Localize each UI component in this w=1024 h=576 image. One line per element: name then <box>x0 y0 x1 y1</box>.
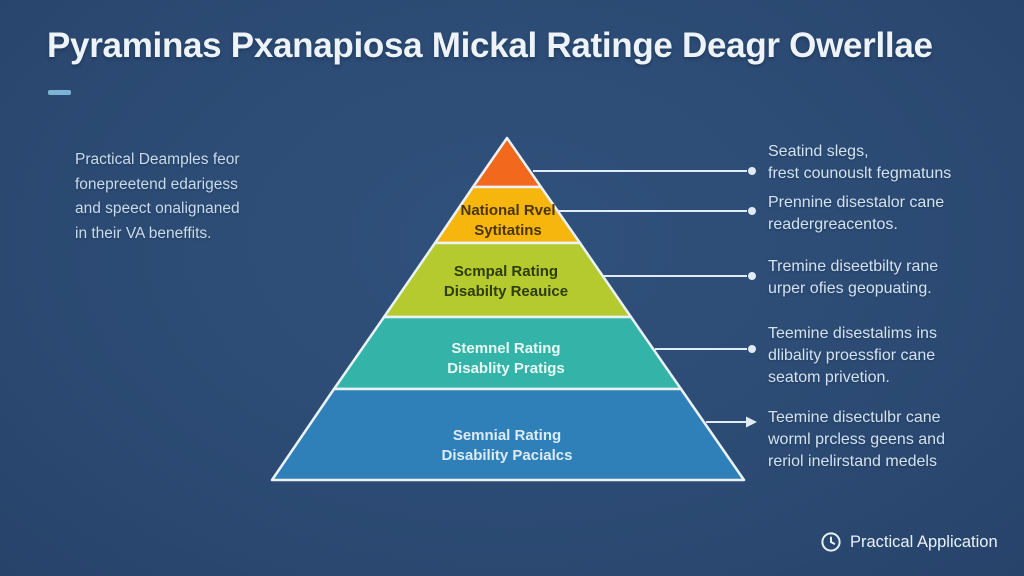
right-note-line: reriol inelirstand medels <box>768 453 937 470</box>
pyramid-label-line: Disabilty Reauice <box>443 283 569 300</box>
right-note-3: Tremine diseetbilty rane urper ofies geo… <box>768 256 938 300</box>
footer-caption: Practical Application <box>820 531 998 553</box>
right-note-line: Teemine disestalims ins <box>768 325 937 342</box>
pyramid-layer-top <box>471 136 543 189</box>
pyramid-layer-base <box>270 387 746 482</box>
connector-dot-4 <box>748 345 756 353</box>
right-note-line: worml prcless geens and <box>768 431 945 448</box>
pyramid-label-line: Disablity Pratigs <box>447 360 565 377</box>
connector-dot-2 <box>748 207 756 215</box>
connector-arrowhead-icon <box>746 416 757 428</box>
pyramid-label-line: Scmpal Rating <box>453 263 559 280</box>
right-note-1: Seatind slegs, frest counouslt fegmatuns <box>768 141 951 185</box>
pyramid-label-third: Scmpal Rating Disabilty Reauice <box>444 262 568 302</box>
connector-dot-1 <box>748 167 756 175</box>
left-note-line: Practical Deamples feor <box>75 151 240 168</box>
pyramid-label-fourth: Stemnel Rating Disablity Pratigs <box>447 339 565 379</box>
right-note-line: Prennine disestalor cane <box>768 194 945 211</box>
right-note-line: Tremine diseetbilty rane <box>768 258 939 275</box>
right-note-5: Teemine disectulbr cane worml prcless ge… <box>768 407 945 473</box>
pyramid-label-line: Semnial Rating <box>452 427 562 444</box>
footer-label: Practical Application <box>850 532 998 551</box>
page-title: Pyraminas Pxanapiosa Mickal Ratinge Deag… <box>47 26 933 65</box>
right-note-line: urper ofies geopuating. <box>768 280 932 297</box>
title-accent-dash <box>48 90 71 95</box>
pyramid-label-second: National Rvel Sytitatins <box>460 201 555 241</box>
left-note-line: in their VA beneffits. <box>75 224 212 242</box>
right-note-2: Prennine disestalor cane readergreacento… <box>768 192 944 236</box>
pyramid-label-line: Stemnel Rating <box>451 340 561 357</box>
left-note-line: fonepreetend edarigess <box>75 175 238 193</box>
clock-icon <box>821 532 841 552</box>
right-note-line: frest counouslt fegmatuns <box>768 165 952 182</box>
right-note-line: Teemine disectulbr cane <box>768 409 941 426</box>
right-note-line: seatom privetion. <box>768 369 890 386</box>
pyramid-label-line: Disability Pacialcs <box>441 447 573 464</box>
right-note-line: Seatind slegs, <box>768 143 869 160</box>
right-note-line: readergreacentos. <box>768 216 898 233</box>
right-note-line: dlibality proessfior cane <box>768 347 936 364</box>
left-note-line: and speect onalignaned <box>75 200 240 217</box>
connector-dot-3 <box>748 272 756 280</box>
right-note-4: Teemine disestalims ins dlibality proess… <box>768 323 937 389</box>
pyramid-label-line: Sytitatins <box>474 222 542 239</box>
pyramid-label-base: Semnial Rating Disability Pacialcs <box>442 426 573 466</box>
left-note: Practical Deamples feor fonepreetend eda… <box>75 148 240 246</box>
pyramid-label-line: National Rvel <box>460 202 556 219</box>
